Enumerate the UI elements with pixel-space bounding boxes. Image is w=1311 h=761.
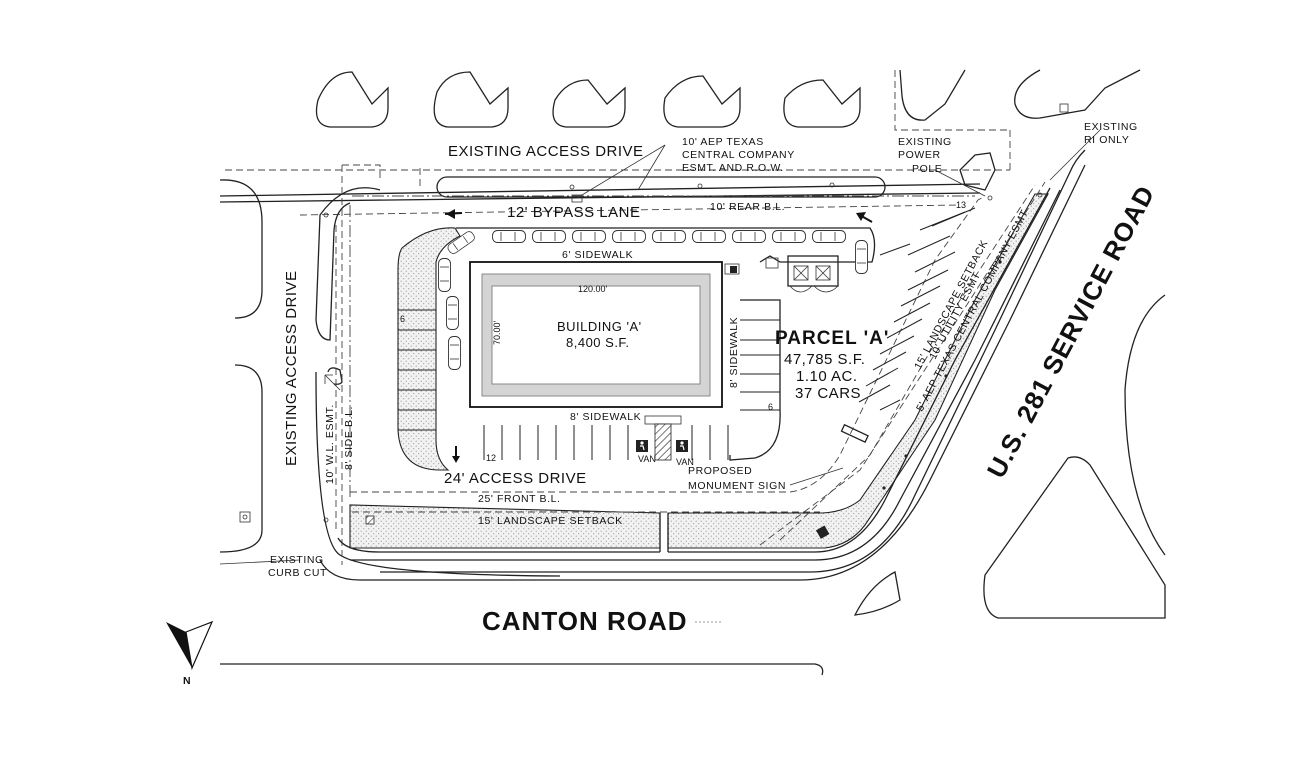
- left-existing-drive: [219, 164, 561, 577]
- wl-esmt-label: 10' W.L. ESMT.: [324, 404, 336, 484]
- top-median: [436, 144, 886, 203]
- power-pole-area: [934, 129, 1101, 197]
- van-label-right: VAN: [676, 457, 694, 467]
- power-pole-line-3: POLE: [912, 163, 942, 175]
- bypass-lane-label: 12' BYPASS LANE: [507, 204, 640, 221]
- front-bl-label: 25' FRONT B.L.: [478, 493, 561, 505]
- setback-lines: [350, 181, 1046, 546]
- building-a: [469, 257, 779, 461]
- building-depth-dim: 70.00': [492, 320, 502, 345]
- ri-only-line-1: EXISTING: [1084, 121, 1138, 133]
- power-pole-line-1: EXISTING: [898, 136, 952, 148]
- building-name: BUILDING 'A': [557, 319, 642, 334]
- parcel-parking: 37 CARS: [795, 385, 861, 402]
- curb-cut-line-2: CURB CUT: [268, 567, 327, 579]
- sidewalk-bottom-label: 8' SIDEWALK: [570, 411, 641, 423]
- aep-easement-line-1: 10' AEP TEXAS: [682, 136, 764, 148]
- rear-bl-label: 10' REAR B.L.: [710, 201, 785, 213]
- building-area: 8,400 S.F.: [566, 335, 630, 350]
- access-drive-label: 24' ACCESS DRIVE: [444, 470, 587, 487]
- right-row-count: 6: [768, 402, 773, 412]
- curb-cut-line-1: EXISTING: [270, 554, 324, 566]
- accessible-parking-icon: [636, 440, 688, 452]
- roadway-lines: [219, 294, 1166, 676]
- building-width-dim: 120.00': [578, 284, 608, 294]
- van-label-left: VAN: [638, 454, 656, 464]
- existing-parking-islands: [315, 69, 1141, 128]
- left-drive-label: EXISTING ACCESS DRIVE: [283, 270, 300, 466]
- power-pole-line-2: POWER: [898, 149, 941, 161]
- aep-easement-line-2: CENTRAL COMPANY: [682, 149, 795, 161]
- monument-sign: [789, 423, 869, 486]
- dumpster-enclosure: [787, 255, 839, 293]
- monument-sign-line-1: PROPOSED: [688, 465, 752, 477]
- canton-road-label: CANTON ROAD: [482, 606, 688, 636]
- parking-lot: [398, 207, 976, 461]
- monument-sign-line-2: MONUMENT SIGN: [688, 480, 786, 492]
- service-road-label: U.S. 281 SERVICE ROAD: [981, 180, 1161, 483]
- north-label: N: [183, 675, 191, 687]
- diagonal-row-count: 13: [956, 200, 966, 210]
- traffic-arrows: [324, 209, 873, 463]
- site-landscaping: [319, 149, 1086, 581]
- top-drive-label: EXISTING ACCESS DRIVE: [448, 143, 644, 160]
- sidewalk-top-label: 6' SIDEWALK: [562, 249, 633, 261]
- bottom-row-count: 12: [486, 453, 496, 463]
- ri-only-line-2: RI ONLY: [1084, 134, 1129, 146]
- parcel-area-ac: 1.10 AC.: [796, 368, 858, 385]
- side-bl-label: 8' SIDE B.L.: [343, 406, 355, 470]
- north-arrow-icon: [166, 620, 214, 671]
- diag-aep-label: 5' AEP TEXAS CENTRAL COMPANY ESMT: [914, 208, 1031, 414]
- parcel-name: PARCEL 'A': [775, 328, 889, 349]
- landscape-setback-label: 15' LANDSCAPE SETBACK: [478, 515, 623, 527]
- left-row-count: 6: [400, 314, 405, 324]
- sidewalk-right-label: 8' SIDEWALK: [728, 317, 740, 388]
- parcel-area-sf: 47,785 S.F.: [784, 351, 865, 368]
- aep-easement-line-3: ESMT. AND R.O.W.: [682, 162, 784, 174]
